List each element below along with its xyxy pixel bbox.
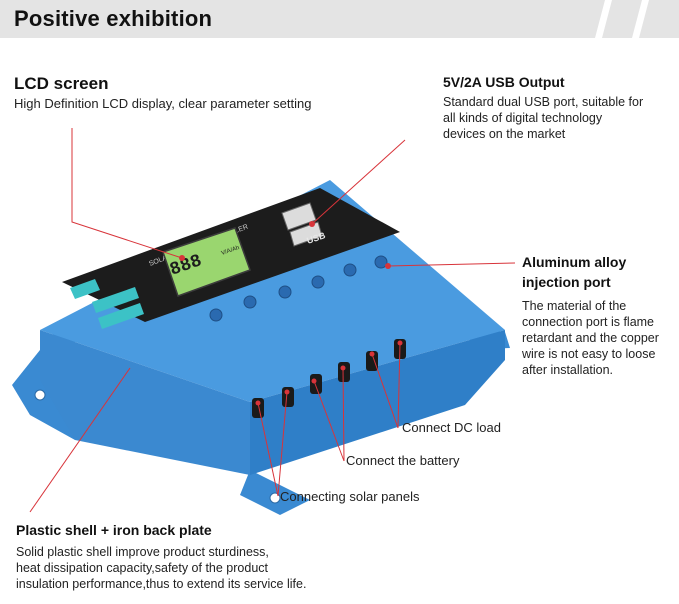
panel-button-1 xyxy=(70,279,100,299)
mount-hole-icon xyxy=(34,389,46,401)
usb-description: Standard dual USB port, suitable for all… xyxy=(443,95,644,141)
aluminum-description: The material of the connection port is f… xyxy=(522,299,659,377)
front-face xyxy=(250,330,505,475)
aluminum-heading: Aluminum alloy injection port xyxy=(522,254,627,290)
shell-heading: Plastic shell + iron back plate xyxy=(16,522,212,538)
banner-background xyxy=(0,0,679,38)
usb-port-2 xyxy=(289,221,323,247)
terminal-screw-holes xyxy=(209,255,388,322)
battery-label: Connect the battery xyxy=(346,453,460,468)
left-face xyxy=(40,330,250,475)
lcd-heading: LCD screen xyxy=(14,74,109,93)
panel-button-2 xyxy=(92,287,139,313)
page-title: Positive exhibition xyxy=(14,6,213,31)
usb-heading: 5V/2A USB Output xyxy=(443,74,565,90)
panel-button-3 xyxy=(98,303,144,329)
shell-description: Solid plastic shell improve product stur… xyxy=(16,545,307,591)
lcd-units: V/A/Ah xyxy=(221,245,241,257)
header-banner: Positive exhibition xyxy=(0,0,679,40)
dc-load-label: Connect DC load xyxy=(402,420,501,435)
solar-label: Connecting solar panels xyxy=(280,489,420,504)
lcd-screen xyxy=(162,227,251,297)
callout-dots xyxy=(179,221,403,406)
callout-lines xyxy=(29,128,516,513)
lcd-description: High Definition LCD display, clear param… xyxy=(14,96,312,111)
